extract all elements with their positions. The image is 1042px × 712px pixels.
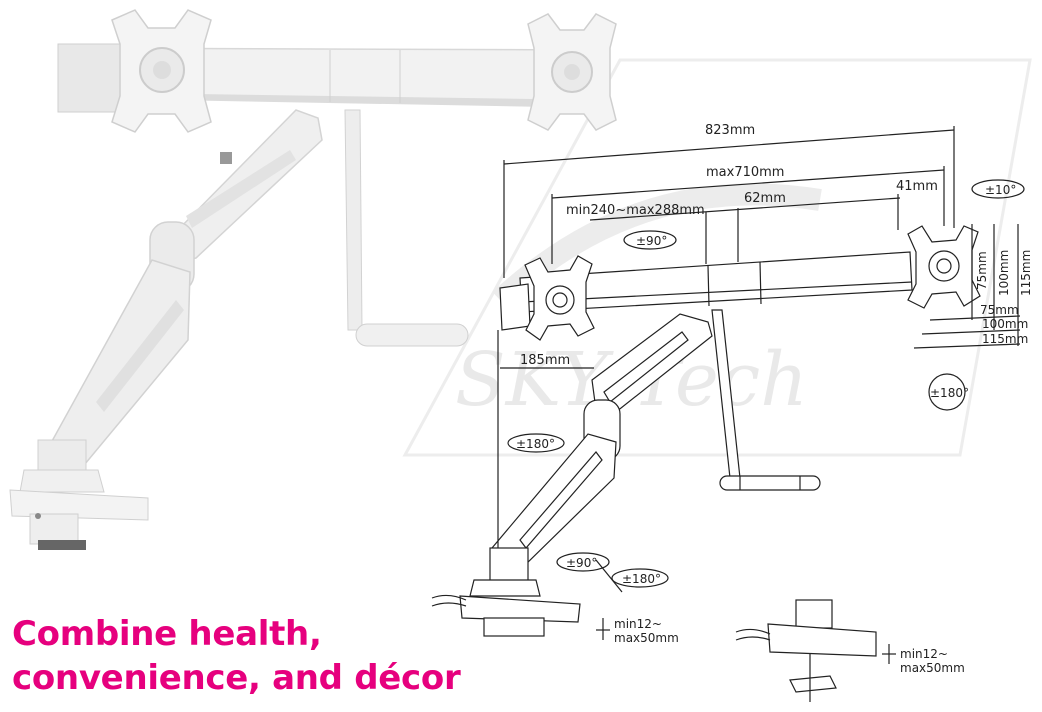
dim-center-offset: 62mm — [744, 191, 786, 206]
technical-drawing — [431, 126, 1025, 702]
dim-clamp-range-2-l1: min12~ — [900, 647, 948, 661]
headline-line-2: convenience, and décor — [12, 658, 461, 698]
headline: Combine health, convenience, and décor — [12, 612, 532, 700]
dimension-labels: 823mm max710mm min240~max288mm 62mm 41mm… — [520, 123, 1033, 675]
headline-line-1: Combine health, — [12, 614, 322, 654]
rotation-labels: ±10° ±90° ±180° ±180° ±90° ±180° — [516, 183, 1016, 586]
dim-vesa-75-h: 75mm — [980, 303, 1019, 317]
dim-vesa-100-h: 100mm — [982, 317, 1028, 331]
dim-vesa-offset: 41mm — [896, 179, 938, 194]
rotation-swivel-90-top: ±90° — [636, 234, 667, 248]
dim-base-offset: 185mm — [520, 353, 570, 368]
dim-overall-width: 823mm — [705, 123, 755, 138]
left-vesa-plate-photo — [111, 9, 212, 133]
dim-clamp-range-2-l2: max50mm — [900, 661, 965, 675]
dim-vesa-115-h: 115mm — [982, 332, 1028, 346]
right-vesa-plate-photo — [527, 13, 617, 131]
dim-arm-range: min240~max288mm — [566, 203, 705, 218]
rotation-180-right: ±180° — [930, 386, 969, 400]
dim-clamp-range-1-l2: max50mm — [614, 631, 679, 645]
product-photo — [9, 9, 617, 550]
rotation-tilt: ±10° — [985, 183, 1016, 197]
dim-vesa-115-v: 115mm — [1019, 250, 1033, 296]
dim-vesa-100-v: 100mm — [997, 250, 1011, 296]
rotation-180-base: ±180° — [622, 572, 661, 586]
rotation-swivel-90-base: ±90° — [566, 556, 597, 570]
dim-vesa-75-v: 75mm — [975, 251, 989, 290]
dim-clamp-range-1-l1: min12~ — [614, 617, 662, 631]
dim-max-span: max710mm — [706, 165, 784, 180]
rotation-180-arm: ±180° — [516, 437, 555, 451]
